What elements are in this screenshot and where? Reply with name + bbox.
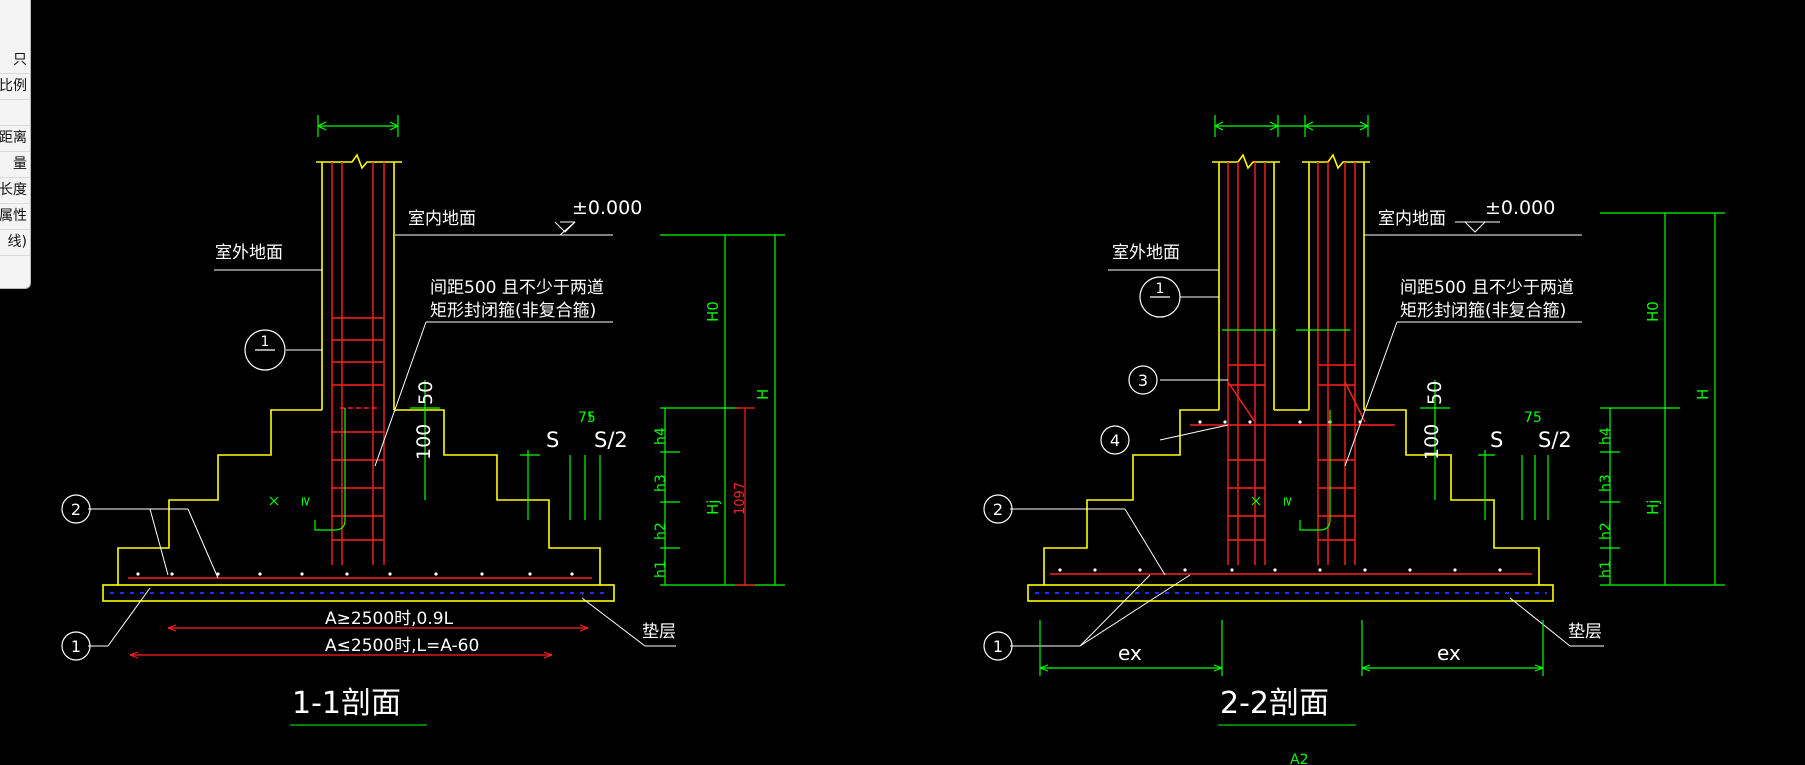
height-dimensions-2: [1420, 212, 1725, 586]
panel-item-6-label: 长度: [0, 182, 27, 198]
section-1-length-rule-1: A≥2500时,0.9L: [325, 609, 454, 629]
panel-item-7-label: 性属性: [0, 208, 27, 224]
bottom-sheet-label: A2: [1290, 752, 1308, 765]
column-rebar-2: [1050, 162, 1532, 575]
panel-item-7[interactable]: 性属性: [0, 203, 30, 230]
ex-dimensions: [1039, 620, 1544, 676]
section-1-dim-h1: h1: [653, 560, 669, 578]
section-1-dim-1097: 1097: [733, 482, 748, 515]
section-1-mark-v: ≥: [298, 496, 313, 507]
dowel-hook-2: [1222, 329, 1350, 531]
section-2-dim-ex-left: ex: [1118, 641, 1142, 665]
section-2-dim-50: 50: [1424, 381, 1446, 405]
column-rebar: [128, 162, 592, 579]
panel-item-5-label: 量: [13, 156, 27, 172]
section-1-dim-S: S: [546, 428, 559, 452]
properties-side-panel[interactable]: 只 比例 距离 量 长度 性属性 线): [0, 0, 31, 289]
section-2-dim-S: S: [1490, 428, 1503, 452]
leader-lines-2: [1010, 221, 1604, 726]
column-width-dimensions-2: [1214, 115, 1369, 137]
section-2-dim-H0: H0: [1644, 301, 1662, 322]
height-dimensions: [410, 234, 785, 586]
panel-item-6[interactable]: 长度: [0, 177, 30, 204]
callout-circles-2: [983, 276, 1181, 661]
section-2-level-mark: ±0.000: [1485, 197, 1555, 219]
section-1-callout-1: 1: [71, 637, 81, 656]
panel-item-2[interactable]: 比例: [0, 73, 30, 100]
panel-item-8-label: 线): [7, 234, 27, 250]
length-arrows: [129, 624, 589, 659]
cushion-layer: [102, 584, 615, 602]
section-2-drawing: 室外地面 室内地面 ±0.000 间距500 且不少于两道 矩形封闭箍(非复合箍…: [983, 115, 1725, 726]
bottom-rebar-dots-2: [1058, 420, 1502, 572]
dowel-hook: [269, 408, 346, 531]
bottom-rebar-dots: [136, 572, 574, 576]
section-2-callout-4: 4: [1110, 431, 1120, 450]
section-2-stirrup-note-1: 间距500 且不少于两道: [1400, 278, 1574, 298]
panel-item-4-label: 距离: [0, 130, 27, 146]
section-2-dim-100: 100: [1421, 424, 1443, 460]
panel-item-4[interactable]: 距离: [0, 125, 30, 152]
section-1-stirrup-note-2: 矩形封闭箍(非复合箍): [430, 301, 596, 321]
section-1-dim-75: 75: [578, 410, 596, 426]
panel-item-2-label: 比例: [0, 78, 27, 94]
section-1-dim-100: 100: [413, 424, 435, 460]
section-2-indoor-ground: 室内地面: [1378, 209, 1446, 229]
section-2-dim-h3: h3: [1598, 474, 1614, 492]
section-2-dim-h4: h4: [1598, 427, 1614, 445]
section-1-dim-S2: S/2: [594, 428, 628, 452]
section-2-callout-column: 1: [1156, 281, 1165, 297]
section-1-indoor-ground: 室内地面: [408, 209, 476, 229]
section-1-dim-Hj: Hj: [704, 500, 722, 515]
section-1-dim-h4: h4: [653, 427, 669, 445]
section-2-dim-h2: h2: [1598, 522, 1614, 540]
section-1-callout-2: 2: [71, 500, 81, 519]
section-1-dim-H0: H0: [704, 301, 722, 322]
section-1-dim-H: H: [754, 389, 772, 400]
section-1-dim-50: 50: [415, 381, 437, 405]
cushion-layer-2: [1027, 584, 1554, 602]
foundation-outline-2: [1043, 409, 1540, 585]
panel-item-8[interactable]: 线): [0, 229, 30, 256]
section-2-stirrup-note-2: 矩形封闭箍(非复合箍): [1400, 301, 1566, 321]
section-1-outdoor-ground: 室外地面: [215, 243, 283, 263]
leader-lines: [88, 221, 676, 726]
callout-circles: [61, 329, 286, 661]
section-1-length-rule-2: A≤2500时,L=A-60: [325, 636, 479, 656]
section-1-dim-h2: h2: [653, 522, 669, 540]
section-2-dim-h1: h1: [1598, 560, 1614, 578]
panel-item-3[interactable]: [0, 99, 30, 126]
column-outline-2: [1212, 153, 1370, 411]
section-1-cushion-layer: 垫层: [642, 622, 676, 642]
section-2-dim-Hj: Hj: [1644, 500, 1662, 515]
section-2-dim-S2: S/2: [1538, 428, 1572, 452]
section-1-dim-h3: h3: [653, 474, 669, 492]
foundation-outline: [117, 409, 601, 585]
section-2-cushion-layer: 垫层: [1568, 622, 1602, 642]
section-1-stirrup-note-1: 间距500 且不少于两道: [430, 278, 604, 298]
section-2-callout-3: 3: [1138, 371, 1148, 390]
section-2-dim-75: 75: [1524, 410, 1542, 426]
section-1-drawing: 室外地面 室内地面 ±0.000 间距500 且不少于两道 矩形封闭箍(非复合箍…: [61, 115, 785, 726]
section-2-callout-1: 1: [993, 637, 1003, 656]
section-2-title: 2-2剖面: [1220, 686, 1329, 721]
section-2-mark-v: ≥: [1280, 496, 1295, 507]
section-1-title: 1-1剖面: [292, 686, 401, 721]
panel-item-5[interactable]: 量: [0, 151, 30, 178]
section-2-outdoor-ground: 室外地面: [1112, 243, 1180, 263]
height-1097-dimension: [735, 407, 755, 586]
column-width-dimension: [317, 115, 399, 137]
section-2-dim-H: H: [1694, 389, 1712, 400]
panel-item-1[interactable]: 只: [0, 47, 30, 74]
section-1-level-mark: ±0.000: [572, 197, 642, 219]
panel-item-1-label: 只: [13, 52, 27, 68]
section-2-callout-2: 2: [993, 500, 1003, 519]
section-1-callout-column: 1: [261, 334, 270, 350]
section-2-dim-ex-right: ex: [1437, 641, 1461, 665]
